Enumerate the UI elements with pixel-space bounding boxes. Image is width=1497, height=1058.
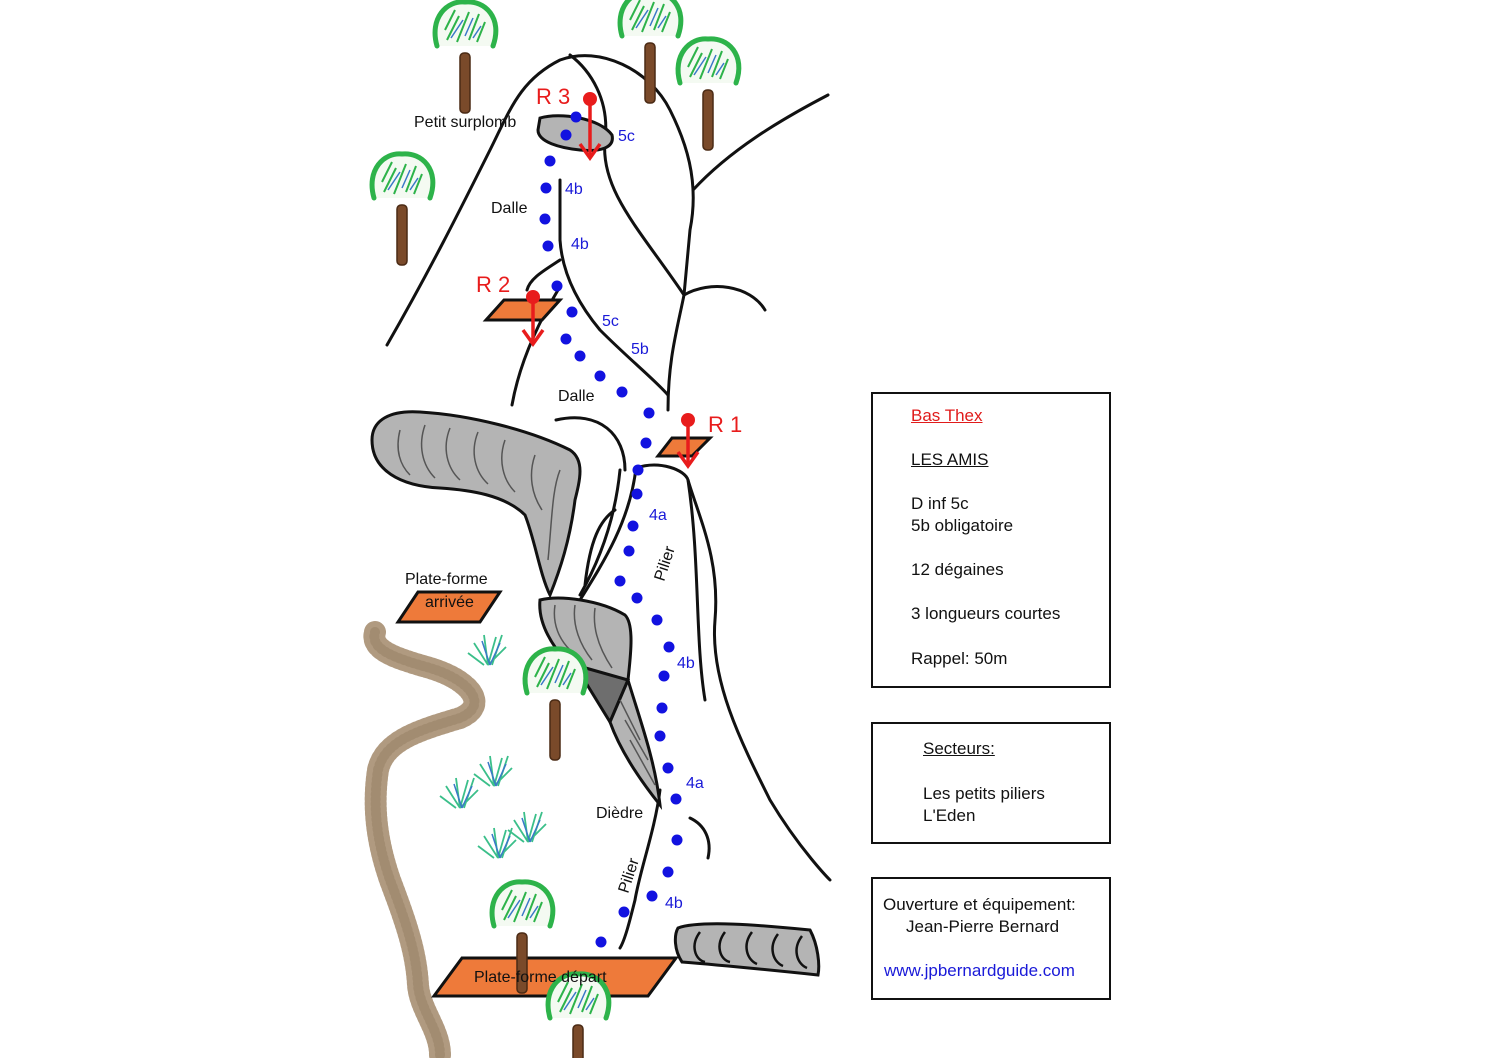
- platform-depart: [431, 956, 679, 998]
- credits-box: Ouverture et équipement: Jean-Pierre Ber…: [871, 877, 1111, 1000]
- rappel: Rappel: 50m: [911, 649, 1008, 668]
- website-link[interactable]: www.jpbernardguide.com: [884, 961, 1075, 980]
- grade-line-1: D inf 5c: [911, 494, 969, 513]
- tree-icon: [620, 0, 681, 103]
- route-info-box: Bas Thex LES AMIS D inf 5c 5b obligatoir…: [871, 392, 1111, 688]
- site-name: Bas Thex: [911, 406, 983, 425]
- feature-label-plateforme-arrivee: Plate-forme: [405, 571, 488, 588]
- feature-label-petit-surplomb: Petit surplomb: [414, 114, 516, 131]
- grade-line-2: 5b obligatoire: [911, 516, 1014, 535]
- feature-label-pilier: Pilier: [652, 544, 679, 584]
- credits-line-1: Ouverture et équipement:: [883, 895, 1076, 914]
- quickdraws: 12 dégaines: [911, 560, 1004, 579]
- grade-label: 5c: [602, 313, 619, 330]
- grass-icon: [467, 634, 507, 666]
- grade-label: 5c: [618, 128, 635, 145]
- grade-label: 4a: [649, 507, 667, 524]
- belay-r3-label: R 3: [536, 84, 570, 109]
- tree-icon: [372, 154, 433, 265]
- grade-label: 4b: [565, 181, 583, 198]
- belay-r1-arrow: [676, 421, 700, 470]
- grass-icon: [439, 777, 479, 809]
- belay-r2-anchor: [526, 290, 540, 304]
- belay-r3-anchor: [583, 92, 597, 106]
- belay-r1-anchor: [681, 413, 695, 427]
- grass-icon: [507, 811, 547, 843]
- belay-r3-arrow: [578, 100, 602, 162]
- platform-arrivee: [395, 590, 503, 624]
- grass-icon: [473, 755, 513, 787]
- feature-label-plateforme-depart: Plate-forme départ: [474, 969, 607, 986]
- feature-label-pilier: Pilier: [616, 856, 643, 896]
- grade-label: 4b: [571, 236, 589, 253]
- belay-r2-arrow: [521, 298, 545, 348]
- belay-r1-ledge: [654, 436, 714, 458]
- grade-label: 4b: [665, 895, 683, 912]
- rock-lower: [608, 675, 663, 810]
- grade-label: 5b: [631, 341, 649, 358]
- grade-label: 4a: [686, 775, 704, 792]
- belay-r1-label: R 1: [708, 412, 742, 437]
- route-line: [539, 111, 683, 948]
- route-name: LES AMIS: [911, 450, 989, 469]
- tree-icon: [435, 2, 496, 113]
- tree-icon: [525, 649, 586, 760]
- credits-line-2: Jean-Pierre Bernard: [906, 917, 1060, 936]
- sectors-box: Secteurs: Les petits piliers L'Eden: [871, 722, 1111, 844]
- feature-label-dalle: Dalle: [491, 200, 528, 217]
- pitches: 3 longueurs courtes: [911, 604, 1061, 623]
- sector-item: L'Eden: [923, 806, 976, 825]
- tree-icon: [678, 39, 739, 150]
- grade-label: 4b: [677, 655, 695, 672]
- feature-label-plateforme-arrivee-2: arrivée: [425, 594, 474, 611]
- sectors-title: Secteurs:: [923, 739, 995, 758]
- sector-item: Les petits piliers: [923, 784, 1045, 803]
- feature-label-diedre: Dièdre: [596, 805, 643, 822]
- belay-r2-label: R 2: [476, 272, 510, 297]
- tree-icon: [548, 974, 609, 1058]
- rock-outlines: [385, 53, 832, 950]
- feature-label-dalle: Dalle: [558, 388, 595, 405]
- belay-r2-ledge: [482, 298, 564, 322]
